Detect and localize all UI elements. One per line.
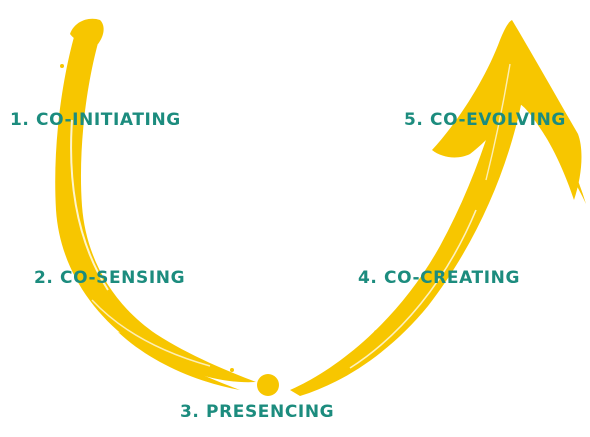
u-speck <box>230 368 234 372</box>
u-speck <box>60 64 64 68</box>
u-arrowhead <box>432 20 582 200</box>
stage-label-co-sensing: 2. CO-SENSING <box>34 268 186 288</box>
u-right-arm-scratch-2 <box>485 63 511 181</box>
u-left-arm-scratch <box>70 119 109 291</box>
stage-label-co-creating: 4. CO-CREATING <box>358 268 521 288</box>
u-right-arm-scratch <box>349 209 477 369</box>
u-brush-stroke <box>55 18 586 396</box>
stage-label-co-evolving: 5. CO-EVOLVING <box>404 110 566 130</box>
stage-label-presencing: 3. PRESENCING <box>180 402 335 422</box>
stage-label-co-initiating: 1. CO-INITIATING <box>10 110 181 130</box>
u-left-arm-tail <box>118 332 240 390</box>
u-arrowhead-barb <box>540 110 586 204</box>
u-speck <box>383 325 389 331</box>
u-left-arm-scratch-2 <box>91 299 211 367</box>
u-bottom-dot <box>257 374 279 396</box>
u-right-arm <box>290 44 524 396</box>
u-left-arm-top <box>70 18 104 45</box>
u-speck <box>374 330 378 334</box>
u-left-arm <box>55 30 256 383</box>
